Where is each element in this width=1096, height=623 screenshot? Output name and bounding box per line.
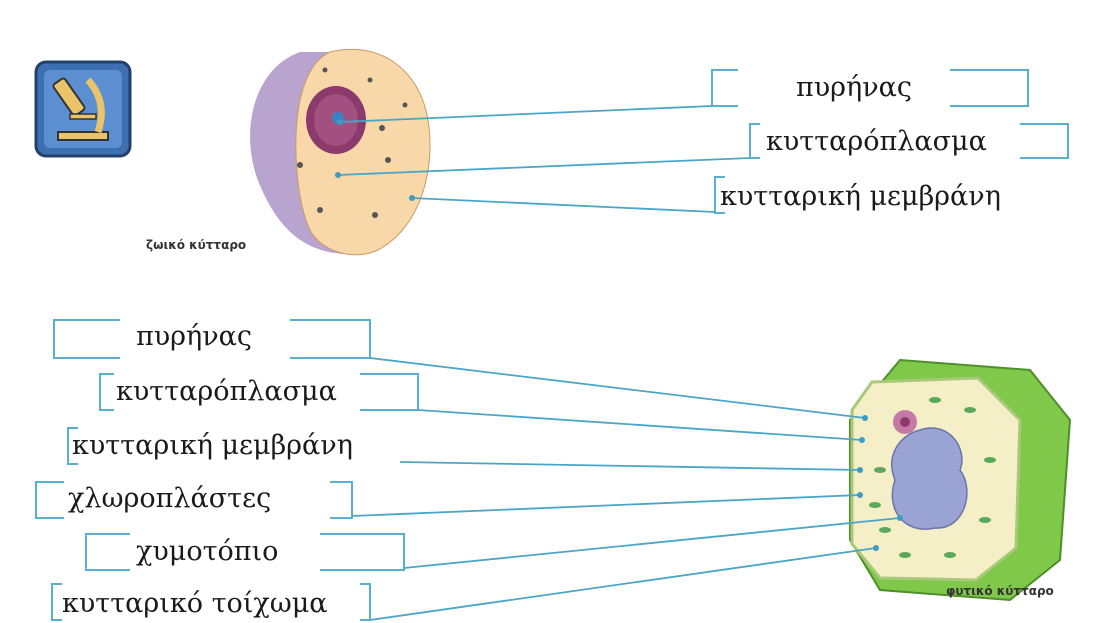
animal-label-cell-membrane: κυτταρική μεμβράνη: [720, 183, 1001, 210]
animal-label-nucleus: πυρήνας: [796, 74, 912, 101]
plant-label-vacuole: χυμοτόπιο: [136, 538, 278, 565]
plant-cell-illustration: [850, 360, 1070, 600]
plant-label-nucleus: πυρήνας: [136, 323, 252, 350]
plant-cell-caption: φυτικό κύτταρο: [946, 584, 1054, 598]
animal-cell-illustration: [250, 49, 430, 254]
plant-label-cell-membrane: κυτταρική μεμβράνη: [72, 432, 353, 459]
plant-label-cytoplasm: κυτταρόπλασμα: [116, 378, 337, 405]
animal-cell-caption: ζωικό κύτταρο: [146, 238, 246, 252]
plant-label-chloroplasts: χλωροπλάστες: [68, 485, 271, 512]
plant-label-cell-wall: κυτταρικό τοίχωμα: [62, 590, 328, 617]
microscope-icon: [36, 62, 130, 156]
animal-label-cytoplasm: κυτταρόπλασμα: [766, 128, 987, 155]
